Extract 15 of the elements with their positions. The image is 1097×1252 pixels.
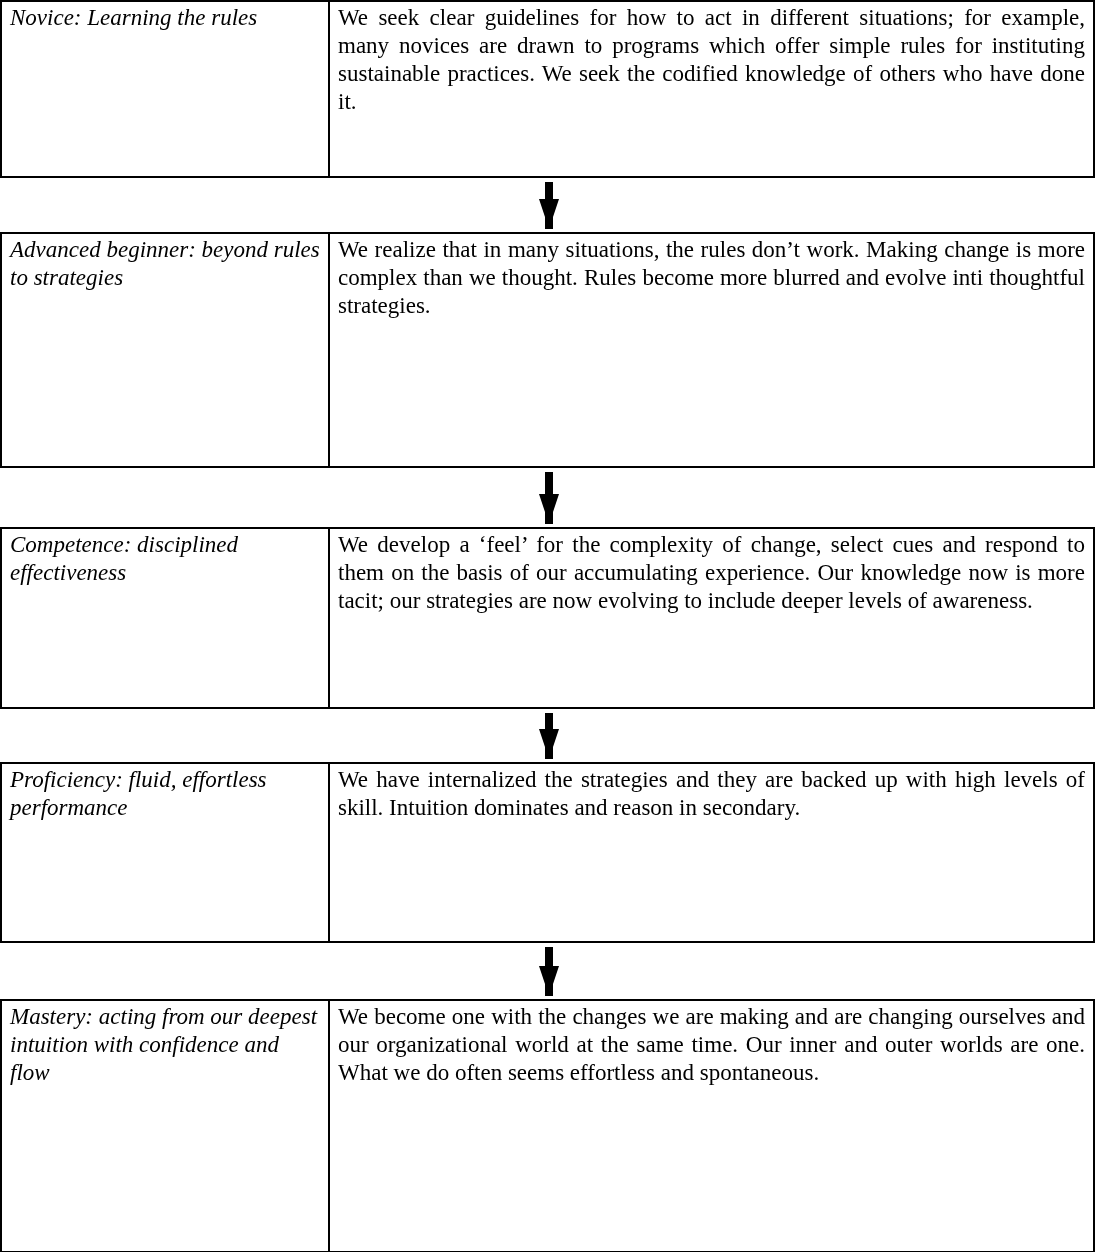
stage-description: We realize that in many situations, the rules don’t work. Making change is more complex than we thought. Rules become more blurred and evolve inti thoughtful strategies. [338,236,1085,320]
stage-title: Mastery: acting from our deepest intuition with confidence and flow [10,1003,319,1087]
stage-description: We develop a ‘feel’ for the complexity of change, select cues and respond to them on the basis of our accumulating experience. Our knowledge now is more tacit; our strategies are now evolving to include deeper levels of awareness. [338,531,1085,615]
stage-row [0,0,1095,178]
stage-row [0,527,1095,709]
stage-title: Advanced beginner: beyond rules to strategies [10,236,320,292]
stage-row [0,999,1095,1252]
stage-title: Novice: Learning the rules [10,4,259,32]
stage-description: We seek clear guidelines for how to act in different situations; for example, many novices are drawn to programs which offer simple rules for instituting sustainable practices. We seek the codified knowledge of others who have done it. [338,4,1085,116]
stage-description: We become one with the changes we are making and are changing ourselves and our organizational world at the same time. Our inner and outer worlds are one. What we do often seems effortless and spontaneous. [338,1003,1085,1087]
stage-title: Competence: disciplined effectiveness [10,531,239,587]
stage-description: We have internalized the strategies and they are backed up with high levels of skill. Intuition dominates and reason in secondary. [338,766,1085,822]
stage-row [0,762,1095,943]
stage-row [0,232,1095,468]
stage-title: Proficiency: fluid, effortless performance [10,766,268,822]
